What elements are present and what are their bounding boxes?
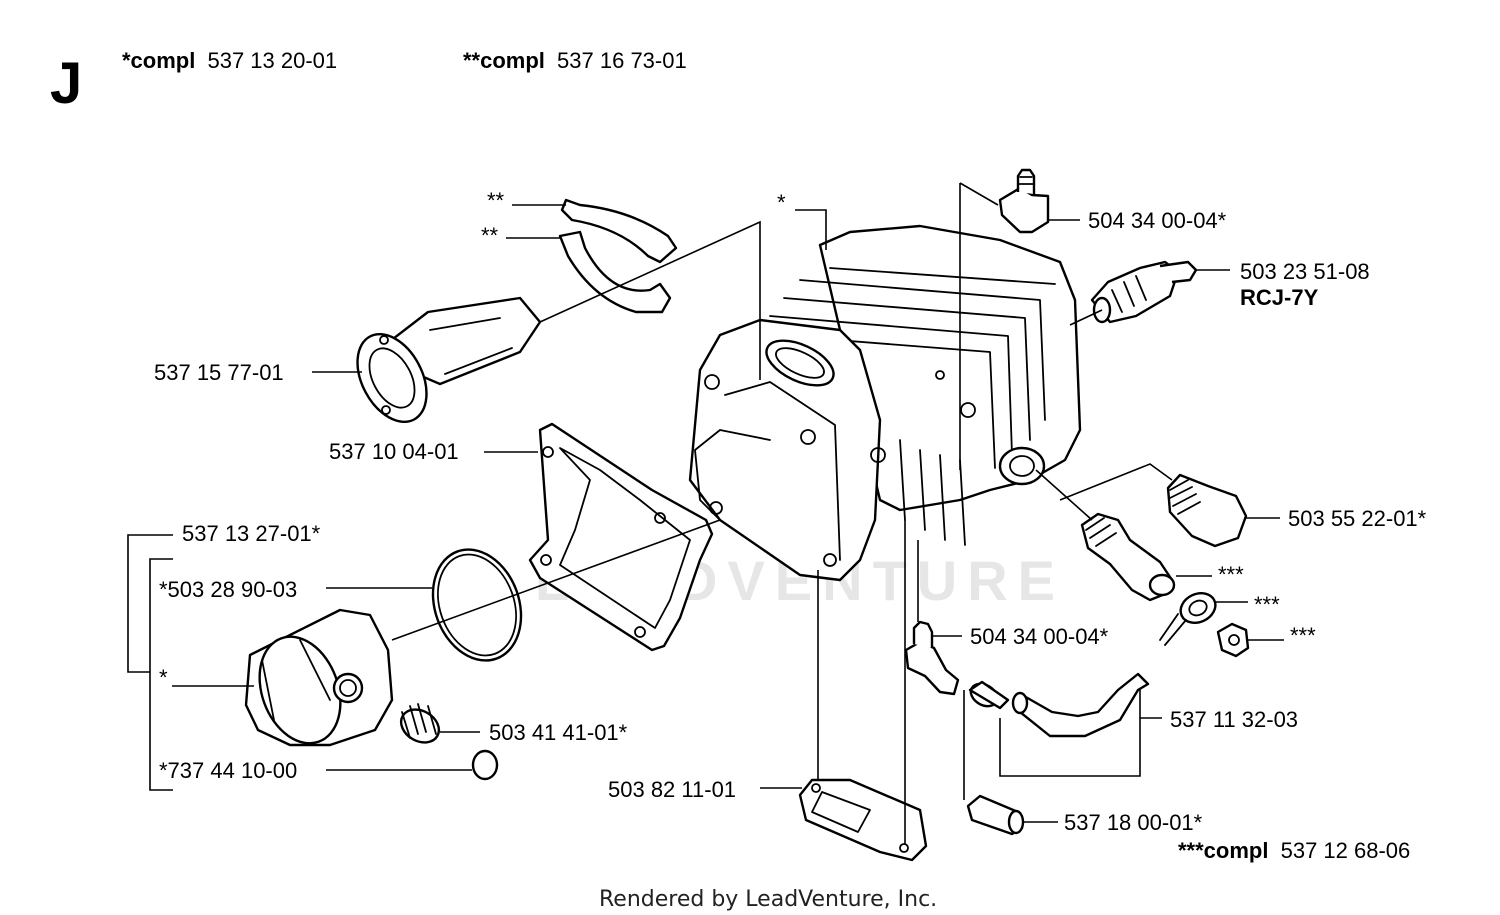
callout-cylinder: * (777, 190, 786, 215)
kit-number-3: 537 12 68-06 (1281, 838, 1411, 863)
callout-plug-cap: 537 18 00-01* (1064, 810, 1203, 835)
callout-banjo: *** (1254, 592, 1280, 617)
cylinder-drawing (688, 224, 1082, 582)
kit-prefix-2: **compl (463, 48, 545, 73)
section-letter: J (50, 51, 82, 116)
elbow-fitting-top-drawing (998, 168, 1050, 234)
nipple-drawing (1080, 512, 1176, 602)
callout-piston: * (159, 665, 168, 690)
plug-cap-drawing (966, 794, 1025, 836)
kit-prefix-1: *compl (122, 48, 195, 73)
callout-piston-kit: 537 13 27-01* (182, 521, 321, 546)
hose-drawing (968, 672, 1150, 738)
decomp-valve-drawing (1166, 473, 1248, 548)
callout-piston-ring: *503 28 90-03 (159, 577, 297, 602)
piston-drawing (244, 608, 394, 747)
kit-number-2: 537 16 73-01 (557, 48, 687, 73)
needle-bearing-drawing (399, 703, 441, 744)
callout-small-gasket: 503 82 11-01 (608, 777, 736, 802)
kit-number-1: 537 13 20-01 (207, 48, 337, 73)
callout-nipple: *** (1218, 562, 1244, 587)
footer-credit: Rendered by LeadVenture, Inc. (599, 887, 937, 912)
callout-elbow-top: 504 34 00-04* (1088, 208, 1227, 233)
callout-spark-plug: 503 23 51-08 (1240, 259, 1370, 284)
spark-plug-drawing (1090, 260, 1198, 324)
elbow-fitting-bottom-drawing (904, 620, 960, 696)
callout-circlip: *737 44 10-00 (159, 758, 297, 783)
banjo-fitting-drawing (1159, 592, 1217, 646)
callout-spark-plug-type: RCJ-7Y (1240, 285, 1319, 310)
kit-prefix-3: ***compl (1178, 838, 1268, 863)
cylinder-gasket-drawing (528, 422, 714, 652)
circlip-drawing (471, 749, 499, 781)
callout-banjo-bolt: *** (1290, 623, 1316, 648)
leader-lines (127, 182, 1284, 845)
callout-bearing: 503 41 41-01* (489, 720, 628, 745)
intake-manifold-drawing (356, 296, 542, 424)
small-gasket-drawing (798, 778, 928, 862)
kit-label-3: ***compl 537 12 68-06 (1178, 838, 1410, 863)
banjo-bolt-drawing (1216, 622, 1250, 658)
callout-hose: 537 11 32-03 (1170, 707, 1298, 732)
clamp-upper-drawing (560, 198, 678, 264)
clamp-lower-drawing (558, 230, 672, 314)
kit-label-1: *compl 537 13 20-01 (122, 48, 337, 73)
piston-ring-drawing (431, 548, 523, 662)
callout-gasket-cylinder: 537 10 04-01 (329, 439, 459, 464)
kit-label-2: **compl 537 16 73-01 (463, 48, 687, 73)
callout-decomp-valve: 503 55 22-01* (1288, 506, 1427, 531)
callout-elbow-bottom: 504 34 00-04* (970, 624, 1109, 649)
callout-intake: 537 15 77-01 (154, 360, 284, 385)
callout-clamp-upper: ** (487, 188, 505, 213)
callout-clamp-lower: ** (481, 223, 499, 248)
